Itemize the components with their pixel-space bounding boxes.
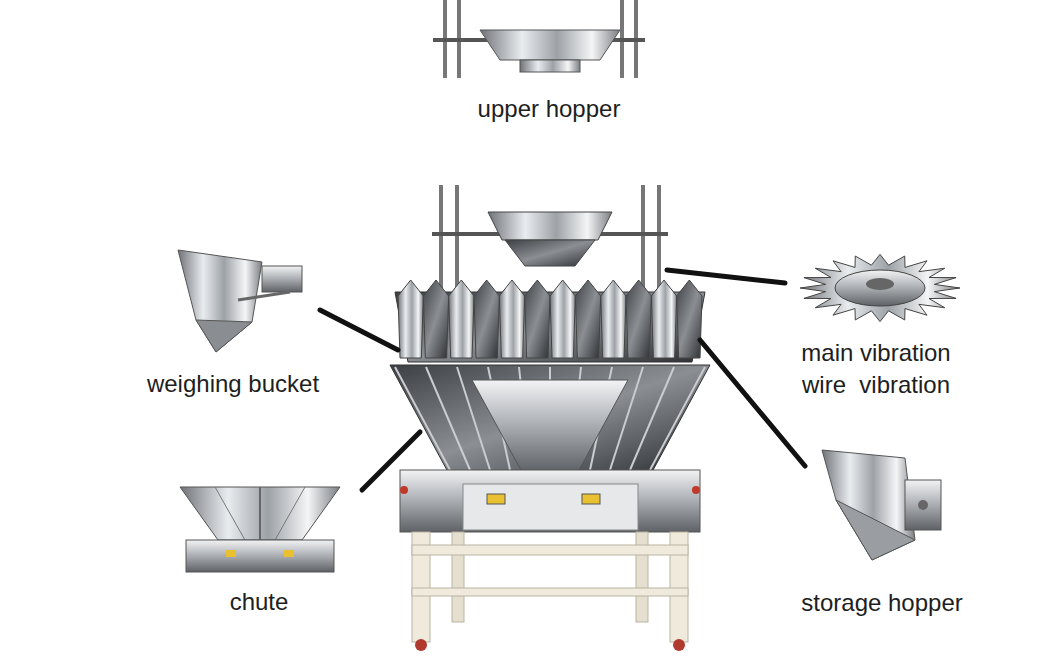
weighing-bucket-photo xyxy=(178,250,302,352)
weighing-bucket-photo-part xyxy=(178,250,262,352)
bucket-ring-part xyxy=(423,280,448,358)
multihead-weigher-part xyxy=(472,380,628,472)
bucket-ring-part xyxy=(651,280,676,358)
bucket-ring-part xyxy=(474,280,499,358)
multihead-weigher-part xyxy=(488,212,612,240)
bucket-ring-part xyxy=(550,280,575,358)
multihead-weigher-part xyxy=(463,484,638,530)
storage-hopper-photo xyxy=(822,450,941,560)
bucket-ring-part xyxy=(677,280,702,358)
multihead-weigher-part xyxy=(412,545,688,555)
multihead-weigher-part xyxy=(455,185,459,290)
multihead-weigher-part xyxy=(657,185,661,290)
storage-hopper-photo-part xyxy=(836,500,915,560)
chute-photo-part xyxy=(186,540,334,572)
part-label: main vibration xyxy=(801,341,950,365)
chute-photo-part xyxy=(215,487,245,540)
main-vibration-photo-part xyxy=(866,278,894,290)
chute-ribs-part xyxy=(650,367,705,470)
multihead-weigher-part xyxy=(390,365,710,472)
leader-line xyxy=(362,432,420,490)
chute-photo-part xyxy=(259,487,261,540)
chute-photo xyxy=(180,487,340,572)
bucket-ring-part xyxy=(601,280,626,358)
bucket-ring-part xyxy=(398,280,423,358)
multihead-weigher xyxy=(390,185,710,651)
chute-photo-part xyxy=(226,550,236,557)
leader-line xyxy=(700,340,805,466)
part-label: storage hopper xyxy=(801,591,962,615)
bucket-ring-part xyxy=(449,280,474,358)
storage-hopper-photo-part xyxy=(822,450,915,560)
multihead-weigher-part xyxy=(692,486,700,494)
chute-photo-part xyxy=(275,487,305,540)
bucket-ring-part xyxy=(575,280,600,358)
main-vibration-photo xyxy=(800,254,960,321)
weighing-bucket-photo-part xyxy=(262,266,302,292)
chute-ribs-part xyxy=(395,367,450,470)
upper-hopper-photo xyxy=(433,0,645,78)
bucket-ring xyxy=(398,280,702,358)
weighing-bucket-photo-part xyxy=(196,320,252,352)
weighing-bucket-photo-part xyxy=(238,292,290,300)
bucket-ring-part xyxy=(499,280,524,358)
part-label: upper hopper xyxy=(478,97,621,121)
part-label: wire vibration xyxy=(802,373,950,397)
chute-ribs-part xyxy=(630,367,674,470)
multihead-weigher-part xyxy=(415,639,427,651)
part-label: weighing bucket xyxy=(147,372,319,396)
chute-photo-part xyxy=(180,487,340,540)
multihead-weigher-part xyxy=(673,639,685,651)
part-label: chute xyxy=(230,590,289,614)
bucket-ring-part xyxy=(626,280,651,358)
leader-lines xyxy=(320,270,805,490)
main-vibration-photo-part xyxy=(835,270,925,306)
multihead-weigher-part xyxy=(582,494,600,504)
multihead-weigher-part xyxy=(641,185,645,290)
multihead-weigher-part xyxy=(439,185,443,290)
multihead-weigher-part xyxy=(505,240,595,266)
multihead-weigher-part xyxy=(400,470,700,532)
chute-ribs-part xyxy=(426,367,470,470)
upper-hopper-photo-part xyxy=(480,30,620,60)
leader-line xyxy=(320,310,398,350)
leader-line xyxy=(667,270,785,283)
upper-hopper-photo-part xyxy=(520,60,580,72)
multihead-weigher-part xyxy=(412,588,688,596)
multihead-weigher-part xyxy=(487,494,505,504)
storage-hopper-photo-part xyxy=(905,480,941,530)
multihead-weigher-part xyxy=(400,486,408,494)
chute-photo-part xyxy=(284,550,294,557)
storage-hopper-photo-part xyxy=(918,500,928,510)
main-vibration-photo-part xyxy=(800,254,960,321)
bucket-ring-part xyxy=(525,280,550,358)
